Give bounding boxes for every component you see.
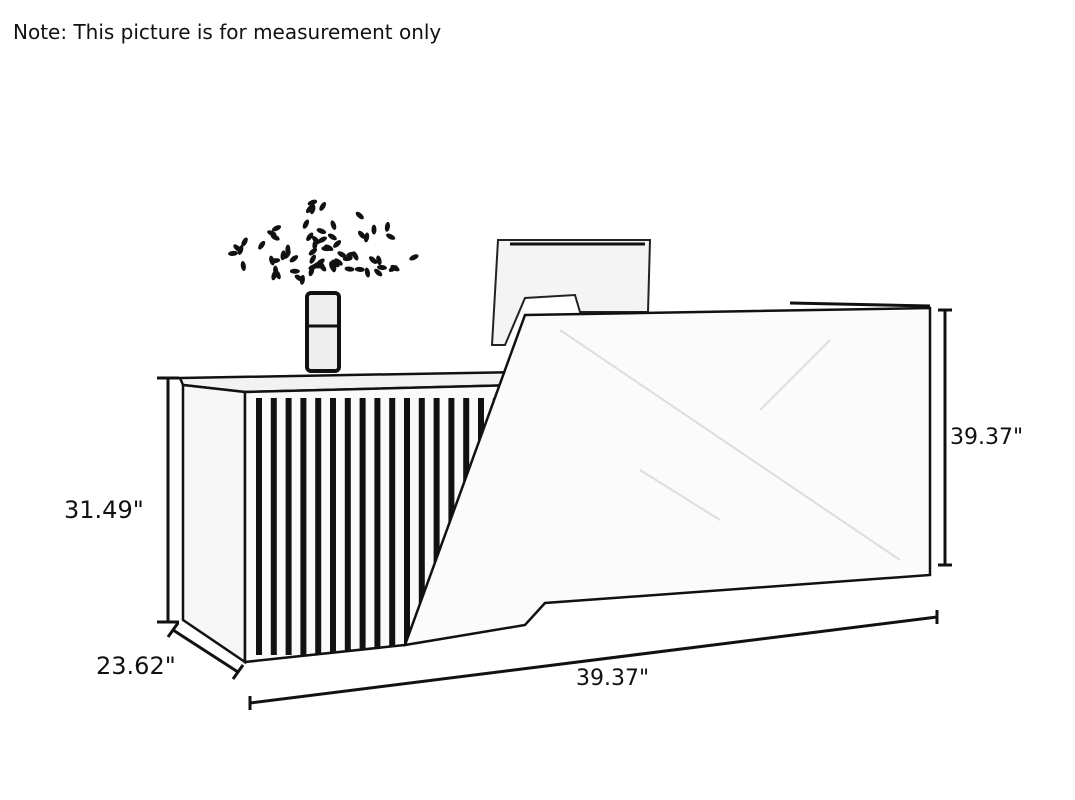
leaf [337,251,347,258]
leaf [344,266,355,272]
leaf [330,220,337,230]
leaf [364,267,371,278]
leaf [308,248,318,256]
slat [404,398,410,646]
leaf [368,256,378,264]
depth-label: 23.62" [96,652,176,680]
slat [374,398,381,649]
desk-right-panel [403,301,932,647]
leaf [386,233,396,240]
leaf [333,240,342,248]
leaf [331,259,340,268]
leaf [321,246,332,252]
leaf [312,239,318,250]
leaf [319,201,327,211]
width-label: 39.37" [576,666,650,691]
leaf [327,233,337,241]
leaf [376,255,382,266]
slat [359,398,366,650]
leaf [305,204,314,214]
leaf [308,266,315,277]
slat [418,398,425,624]
leaf [233,244,242,253]
slat [448,398,455,557]
leaf [384,221,390,232]
slat [285,398,292,655]
monitor [490,239,652,346]
slat [256,398,262,655]
slat [433,398,440,591]
slat [270,398,277,655]
dimension-lines [157,308,952,710]
slat [463,398,470,524]
slat [315,398,322,654]
plant-vase [228,199,419,373]
leaf [357,230,366,239]
leaf [329,261,335,271]
leaf [409,254,419,261]
desk-left-section [178,370,522,665]
leaf [334,258,343,266]
leaf [306,232,314,242]
leaf [271,225,282,232]
leaf [316,228,327,234]
leaf [294,274,304,282]
leaf [289,268,300,274]
leaf [354,266,365,272]
leaf [283,250,291,259]
slat [389,398,396,647]
leaf [241,237,248,247]
leaf [363,232,370,243]
leaf [267,230,277,237]
left-height-label: 31.49" [64,496,144,524]
leaf [374,268,383,277]
leaf [317,236,327,244]
measurement-note: Note: This picture is for measurement on… [13,20,442,44]
leaf [269,255,275,266]
leaf [371,224,377,235]
leaf [313,263,324,269]
leaf [228,250,238,256]
leaf [355,211,364,220]
right-height-label: 39.37" [950,425,1024,450]
leaf [289,255,299,263]
leaf [342,255,353,262]
leaf [302,219,310,229]
slat [344,398,351,652]
leaf [273,265,279,276]
leaf [258,240,266,250]
leaf [390,264,400,272]
leaf [309,254,317,264]
leaf [307,199,318,206]
slat [330,398,336,653]
leaf [346,251,357,258]
slat [300,398,307,655]
leaf [376,264,387,271]
leaf [240,261,246,271]
